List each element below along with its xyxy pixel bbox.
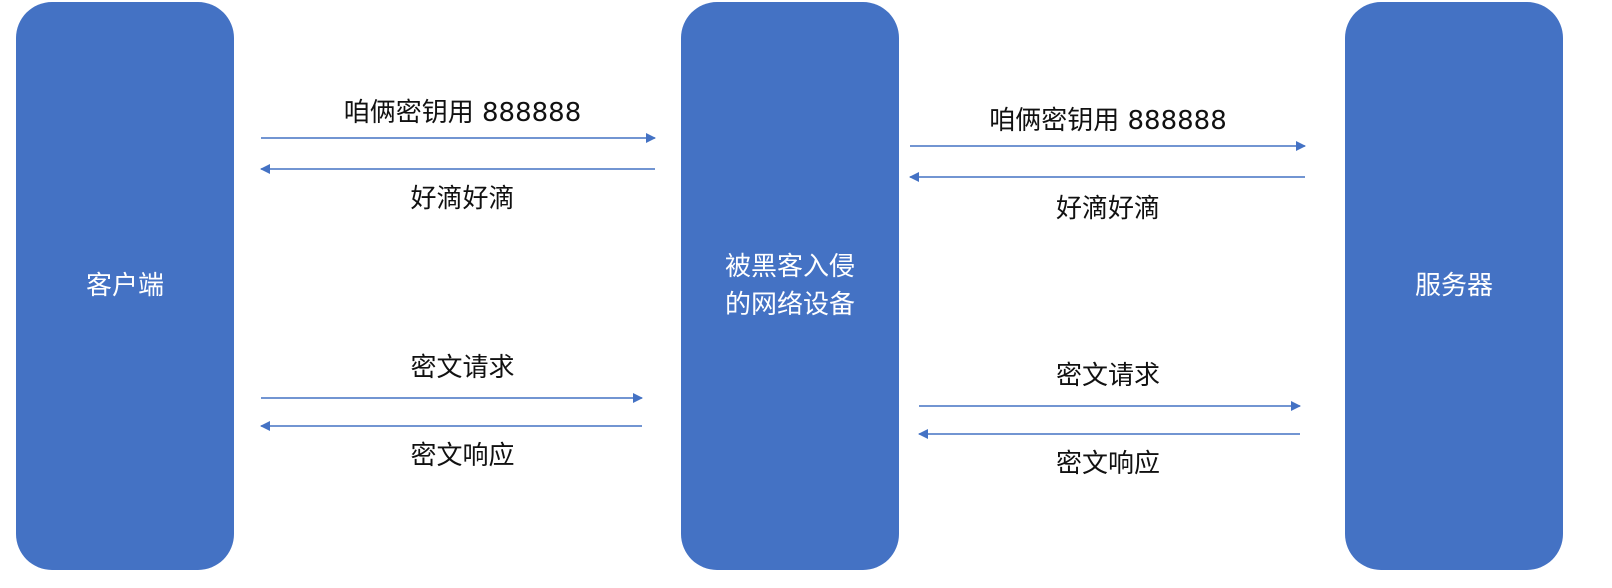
compromised-device-node: 被黑客入侵 的网络设备 bbox=[681, 2, 899, 570]
left-key-request-label: 咱俩密钥用 888888 bbox=[343, 98, 582, 128]
compromised-device-label: 被黑客入侵 的网络设备 bbox=[724, 252, 855, 320]
left-cipher-response-label: 密文响应 bbox=[410, 441, 515, 471]
right-cipher-request-label: 密文请求 bbox=[1055, 361, 1160, 391]
server-node: 服务器 bbox=[1345, 2, 1563, 570]
left-key-reply-label: 好滴好滴 bbox=[410, 184, 515, 214]
left-cipher-request-label: 密文请求 bbox=[410, 353, 515, 383]
client-node: 客户端 bbox=[16, 2, 234, 570]
right-key-request-label: 咱俩密钥用 888888 bbox=[989, 106, 1227, 136]
client-label: 客户端 bbox=[85, 271, 164, 301]
server-label: 服务器 bbox=[1414, 271, 1493, 301]
right-cipher-response-label: 密文响应 bbox=[1055, 449, 1160, 479]
right-key-reply-label: 好滴好滴 bbox=[1055, 194, 1160, 224]
